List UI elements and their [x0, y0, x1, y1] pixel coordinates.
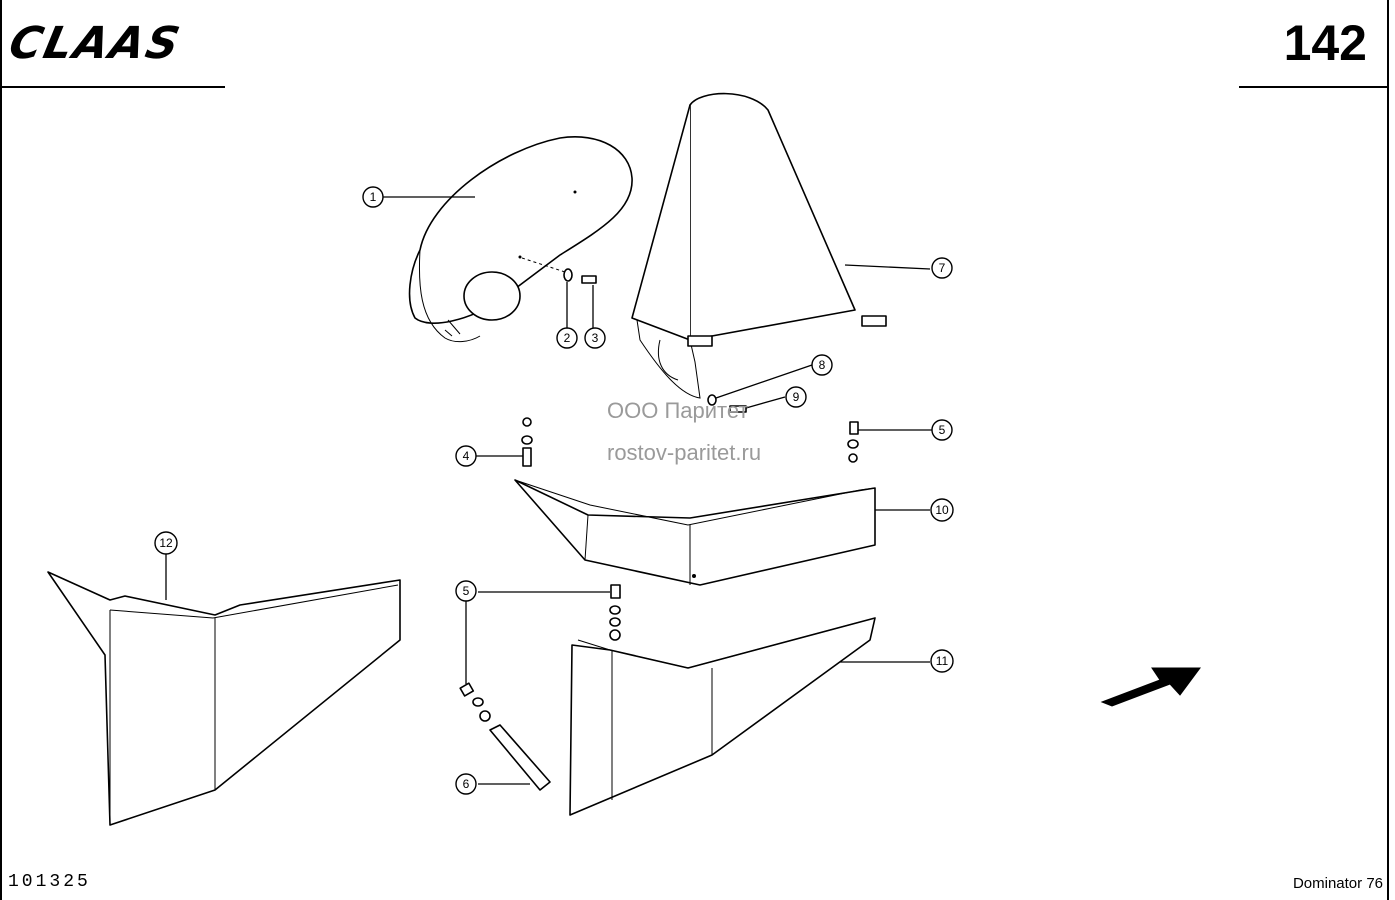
callout-5-lower: 5: [455, 580, 477, 602]
watermark-url: rostov-paritet.ru: [607, 440, 762, 465]
callout-5-upper: 5: [931, 419, 953, 441]
callout-label: 12: [159, 536, 173, 550]
header-rule-right: [1239, 86, 1389, 88]
part-small-bolts: [707, 364, 813, 413]
callout-7: 7: [931, 257, 953, 279]
callout-8: 8: [811, 354, 833, 376]
callout-label: 1: [370, 190, 377, 204]
page-number: 142: [1283, 15, 1367, 71]
part-bolt-stack-5-upper: [847, 421, 932, 463]
part-bracket-right: [569, 617, 930, 816]
callout-label: 6: [463, 777, 470, 791]
callout-label: 9: [793, 390, 800, 404]
frame-border-left: [0, 0, 2, 900]
model-name: Dominator 76: [1292, 875, 1383, 892]
callout-4: 4: [455, 445, 477, 467]
callout-3: 3: [584, 327, 606, 349]
part-bolt-stack-4: [475, 417, 533, 467]
callout-label: 11: [936, 654, 949, 668]
callout-10: 10: [930, 498, 954, 522]
arrow-icon: [1100, 667, 1201, 707]
callout-label: 3: [592, 331, 599, 345]
part-triangle-cover: [631, 92, 931, 399]
part-bracket-left: [47, 554, 401, 826]
part-v-plate: [514, 479, 930, 586]
part-strip: [478, 724, 551, 791]
callout-label: 10: [935, 503, 949, 517]
part-bolt-stack-5-lower: [459, 584, 621, 722]
callout-2: 2: [556, 327, 578, 349]
part-washer-bolt: [563, 268, 597, 330]
part-chain-guard: [408, 136, 633, 343]
callout-label: 2: [564, 331, 571, 345]
drawing-number: 101325: [8, 872, 91, 892]
callout-label: 4: [463, 449, 470, 463]
header-rule-left: [0, 86, 225, 88]
callout-label: 5: [463, 584, 470, 598]
callout-11: 11: [930, 649, 954, 673]
callout-6: 6: [455, 773, 477, 795]
callout-12: 12: [154, 531, 178, 555]
frame-border-right: [1387, 0, 1389, 900]
callout-label: 7: [939, 261, 946, 275]
watermark-company: ООО Паритет: [607, 398, 749, 423]
callout-9: 9: [785, 386, 807, 408]
callout-1: 1: [362, 186, 475, 208]
callout-label: 8: [819, 358, 826, 372]
callout-label: 5: [939, 423, 946, 437]
